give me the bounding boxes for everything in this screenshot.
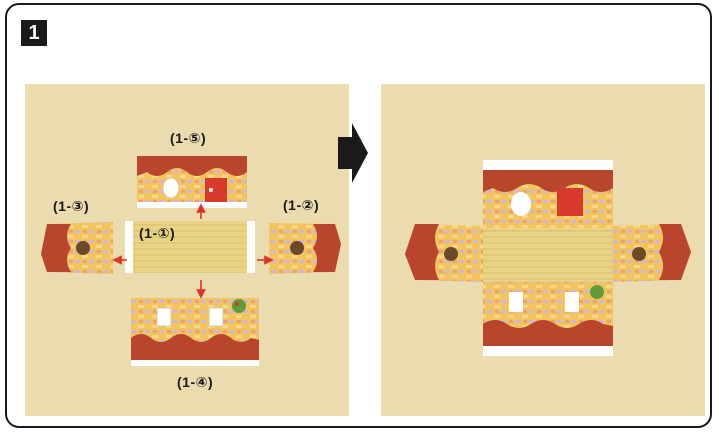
label-piece-center: (1-①) xyxy=(139,225,176,241)
piece-bottom-wall xyxy=(131,298,259,366)
photo-unfolded-pieces: (1-⑤) (1-①) (1-③) (1-②) (1-④) xyxy=(25,84,349,416)
unfolded-pieces-illustration xyxy=(25,84,349,416)
step-number-badge: 1 xyxy=(21,20,47,46)
instruction-panel: 1 xyxy=(5,3,712,428)
next-step-arrow-icon xyxy=(338,123,368,183)
piece-center-floor xyxy=(125,221,255,273)
assembled-net xyxy=(405,160,691,356)
label-piece-left: (1-③) xyxy=(53,198,90,214)
photo-assembled-pieces xyxy=(381,84,705,416)
label-piece-right: (1-②) xyxy=(283,197,320,213)
label-piece-top: (1-⑤) xyxy=(170,130,207,146)
assembled-pieces-illustration xyxy=(381,84,705,416)
piece-left-wall xyxy=(41,222,113,274)
piece-right-wall xyxy=(269,223,341,274)
piece-top-wall xyxy=(137,156,247,208)
label-piece-bottom: (1-④) xyxy=(177,374,214,390)
